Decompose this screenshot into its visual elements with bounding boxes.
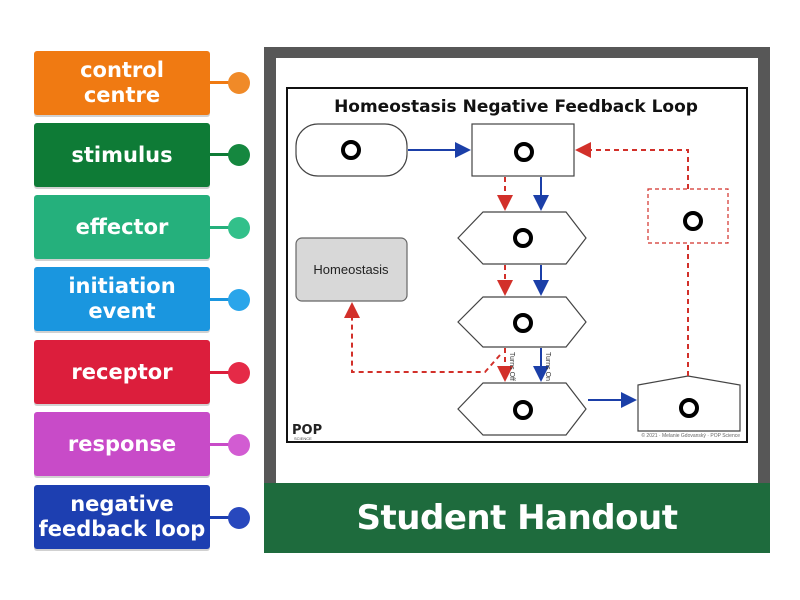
connector-dot[interactable] [228,217,250,239]
drop-target-receptor[interactable] [513,228,533,248]
connector-dot[interactable] [228,434,250,456]
drop-target-response[interactable] [679,398,699,418]
dashed-arrow [344,302,501,373]
connector-dot[interactable] [228,289,250,311]
connector-line [210,371,232,374]
pop-science-logo: POP [292,423,322,438]
dashed-arrow [575,142,689,189]
diagram-title: Homeostasis Negative Feedback Loop [334,97,698,117]
label-tile-negative-feedback-loop[interactable]: negative feedback loop [34,485,210,549]
drop-target-control-centre[interactable] [513,313,533,333]
connector-line [210,516,232,519]
pop-science-logo-sub: SCIENCE [294,436,312,441]
turns-off-label: Turns Off [508,352,515,381]
drop-target-effector[interactable] [513,400,533,420]
label-tile-stimulus[interactable]: stimulus [34,123,210,187]
homeostasis-box [295,237,408,302]
label-text: initiation event [68,274,176,323]
turns-on-label: Turns On [544,352,551,381]
label-text: control centre [80,58,164,107]
drop-target-initiation-event[interactable] [341,140,361,160]
label-tile-control-centre[interactable]: control centre [34,51,210,115]
label-text: negative feedback loop [38,492,206,541]
connector-line [210,81,232,84]
drop-target-stimulus[interactable] [514,142,534,162]
connector-dot[interactable] [228,507,250,529]
label-tile-initiation-event[interactable]: initiation event [34,267,210,331]
label-tile-effector[interactable]: effector [34,195,210,259]
label-text: receptor [71,359,173,384]
connector-dot[interactable] [228,144,250,166]
homeostasis-label: Homeostasis [313,262,389,277]
label-text: stimulus [71,142,173,167]
footer-text: Student Handout [356,498,678,538]
connector-line [210,153,232,156]
connector-line [210,298,232,301]
label-tile-response[interactable]: response [34,412,210,476]
drop-target-negative-feedback-loop[interactable] [683,211,703,231]
label-text: response [67,431,177,456]
label-text: effector [75,214,169,239]
connector-dot[interactable] [228,362,250,384]
copyright-text: © 2021 · Melanie Gdovanský · POP Science [641,432,740,439]
footer-banner: Student Handout [264,483,770,553]
connector-line [210,226,232,229]
connector-dot[interactable] [228,72,250,94]
label-tile-receptor[interactable]: receptor [34,340,210,404]
connector-line [210,443,232,446]
